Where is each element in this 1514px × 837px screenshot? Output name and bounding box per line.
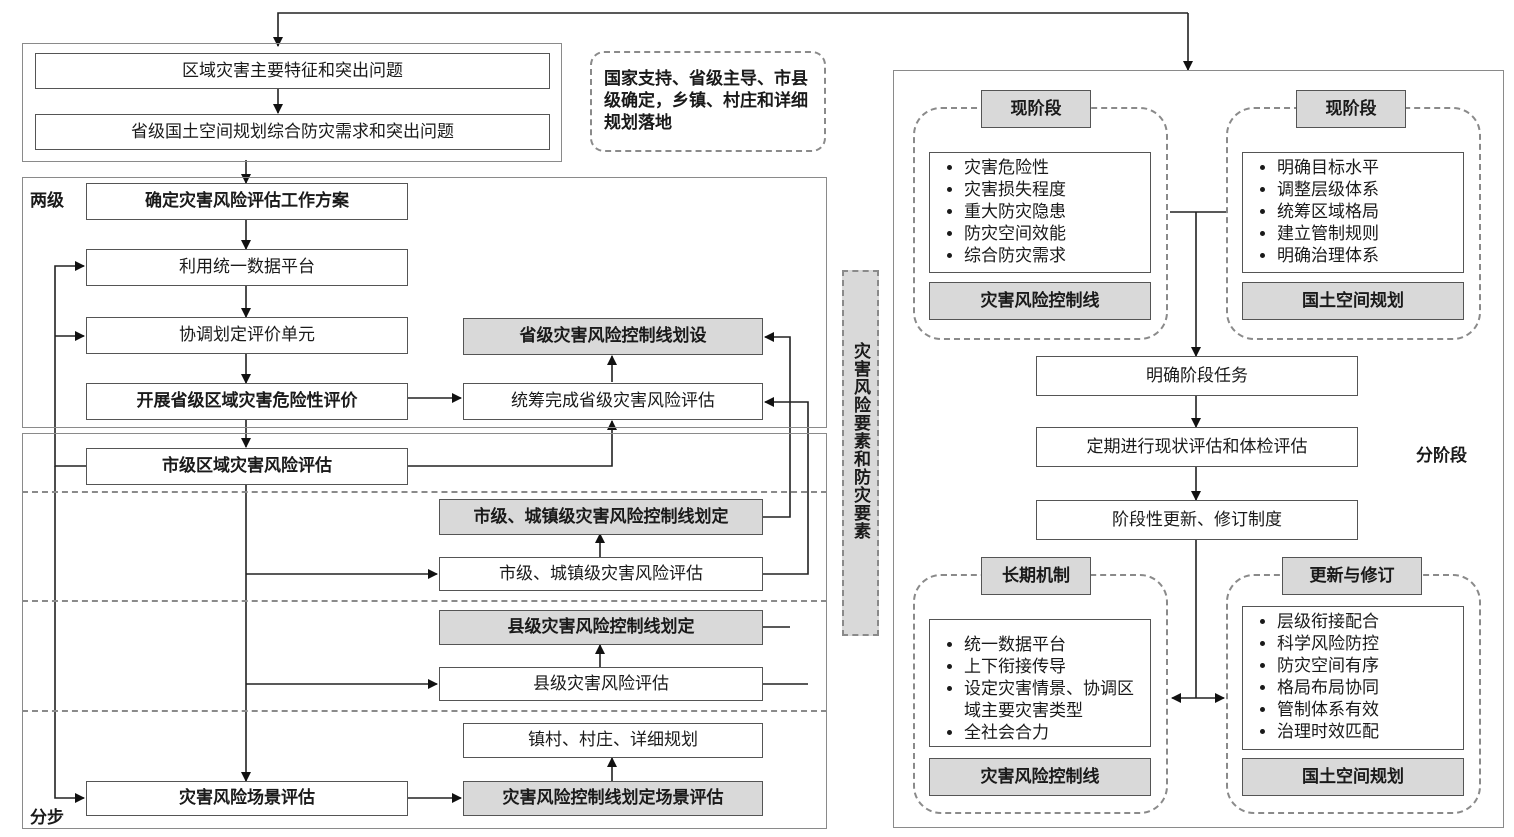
q3-item: 全社会合力 [964,722,1150,744]
q2-item: 明确目标水平 [1277,157,1463,179]
box-city-assess: 市级区域灾害风险评估 [86,448,408,485]
q4-item: 格局布局协同 [1277,677,1463,699]
box-scenario-assess: 灾害风险场景评估 [86,781,408,816]
q3-list: 统一数据平台 上下衔接传导 设定灾害情景、协调区域主要灾害类型 全社会合力 [929,619,1151,747]
two-level-frame [22,177,827,428]
q2-item: 统筹区域格局 [1277,201,1463,223]
divider-3 [22,710,827,712]
q2-footer: 国土空间规划 [1242,282,1464,320]
box-provincial-needs: 省级国土空间规划综合防灾需求和突出问题 [35,114,550,150]
q2-item: 调整层级体系 [1277,179,1463,201]
q4-item: 层级衔接配合 [1277,611,1463,633]
label-phases: 分阶段 [1416,446,1467,466]
box-data-platform: 利用统一数据平台 [86,249,408,286]
label-steps: 分步 [30,808,64,828]
q2-item: 建立管制规则 [1277,223,1463,245]
top-frame [22,43,562,162]
q1-footer: 灾害风险控制线 [929,282,1151,320]
box-provincial-line: 省级灾害风险控制线划设 [463,318,763,355]
q4-list: 层级衔接配合 科学风险防控 防灾空间有序 格局布局协同 管制体系有效 治理时效匹… [1242,606,1464,750]
q4-item: 治理时效匹配 [1277,721,1463,743]
q1-item: 防灾空间效能 [964,223,1150,245]
q3-item: 统一数据平台 [964,634,1150,656]
q1-item: 灾害危险性 [964,157,1150,179]
box-phase-task: 明确阶段任务 [1036,356,1358,396]
box-provincial-hazard: 开展省级区域灾害危险性评价 [86,383,408,420]
divider-2 [22,600,827,602]
box-county-line: 县级灾害风险控制线划定 [439,610,763,645]
q4-item: 防灾空间有序 [1277,655,1463,677]
q1-tag: 现阶段 [981,90,1091,128]
q1-list: 灾害危险性 灾害损失程度 重大防灾隐患 防灾空间效能 综合防灾需求 [929,152,1151,273]
q4-tag: 更新与修订 [1282,557,1422,595]
vertical-elements-text: 灾害风险要素和防灾要素 [850,342,870,540]
phase-frame [893,70,1504,828]
q2-tag: 现阶段 [1296,90,1406,128]
q1-item: 综合防灾需求 [964,245,1150,267]
box-scenario-line: 灾害风险控制线划定场景评估 [463,781,763,816]
box-city-town-assess: 市级、城镇级灾害风险评估 [439,557,763,591]
box-regional-features: 区域灾害主要特征和突出问题 [35,53,550,89]
box-eval-units: 协调划定评价单元 [86,317,408,354]
q3-item: 设定灾害情景、协调区域主要灾害类型 [964,678,1150,722]
q1-item: 灾害损失程度 [964,179,1150,201]
box-update-system: 阶段性更新、修订制度 [1036,500,1358,540]
label-two-level: 两级 [30,191,64,211]
q4-item: 科学风险防控 [1277,633,1463,655]
box-workplan: 确定灾害风险评估工作方案 [86,183,408,220]
box-village-plan: 镇村、村庄、详细规划 [463,723,763,758]
q2-item: 明确治理体系 [1277,245,1463,267]
box-city-town-line: 市级、城镇级灾害风险控制线划定 [439,499,763,535]
step-frame [22,433,827,829]
q3-footer: 灾害风险控制线 [929,758,1151,796]
q3-tag: 长期机制 [981,557,1091,595]
box-county-assess: 县级灾害风险评估 [439,667,763,701]
vertical-elements-bar: 灾害风险要素和防灾要素 [842,270,879,636]
q1-item: 重大防灾隐患 [964,201,1150,223]
q2-list: 明确目标水平 调整层级体系 统筹区域格局 建立管制规则 明确治理体系 [1242,152,1464,273]
note-text: 国家支持、省级主导、市县级确定，乡镇、村庄和详细规划落地 [604,69,808,133]
q3-item: 上下衔接传导 [964,656,1150,678]
note-dashed-box [590,51,826,152]
divider-1 [22,491,827,493]
top-link-line [273,12,1188,47]
box-provincial-assess: 统筹完成省级灾害风险评估 [463,383,763,420]
box-regular-eval: 定期进行现状评估和体检评估 [1036,427,1358,467]
q4-footer: 国土空间规划 [1242,758,1464,796]
q4-item: 管制体系有效 [1277,699,1463,721]
